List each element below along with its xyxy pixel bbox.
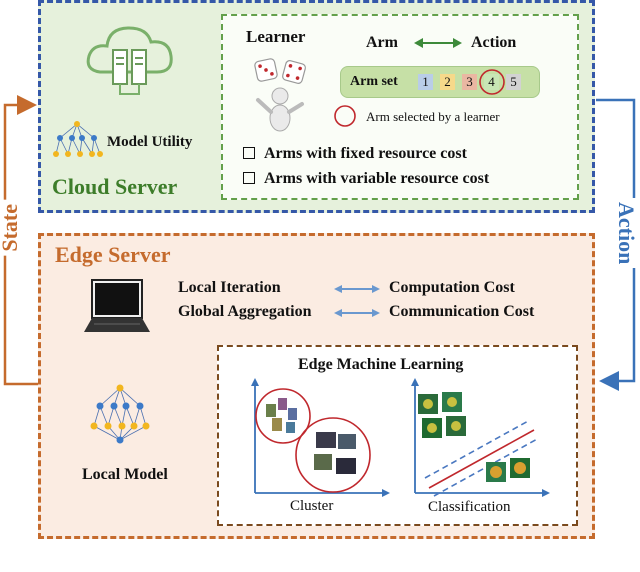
option-variable-cost: Arms with variable resource cost (243, 170, 489, 188)
laptop-icon (84, 279, 150, 332)
action-side-label: Action (612, 198, 640, 269)
dice-icon (254, 58, 306, 84)
cluster-thumbnails-large (314, 432, 356, 474)
arm-action-arrow (414, 38, 462, 48)
arm-4: 4 (484, 74, 499, 90)
state-label: State (0, 200, 24, 256)
cluster-circle-large (295, 417, 371, 493)
option-fixed-cost-text: Arms with fixed resource cost (264, 145, 467, 162)
selection-legend-text: Arm selected by a learner (366, 109, 500, 124)
class-a-thumbnails (418, 392, 466, 438)
edge-ml-panel (217, 345, 578, 526)
selected-arm-circle (479, 69, 505, 95)
cluster-label: Cluster (290, 498, 334, 514)
cloud-server-title: Cloud Server (52, 174, 178, 199)
cluster-thumbnails-small (266, 398, 297, 433)
action-label: Action (471, 34, 517, 51)
local-iteration-label: Local Iteration (178, 279, 281, 296)
edge-server-title: Edge Server (55, 242, 171, 267)
arm-2: 2 (440, 74, 455, 90)
arm-3: 3 (462, 74, 477, 90)
neural-network-icon (53, 121, 103, 157)
learner-title: Learner (246, 27, 306, 46)
arm-5: 5 (506, 74, 521, 90)
edge-ml-title: Edge Machine Learning (298, 356, 464, 373)
global-aggregation-label: Global Aggregation (178, 303, 312, 320)
local-model-network-icon (90, 384, 150, 444)
arm-set-bar: Arm set 1 2 3 4 5 (340, 66, 540, 98)
aggregation-cost-arrow (334, 309, 380, 317)
cluster-plot (251, 378, 390, 497)
classification-label: Classification (428, 499, 511, 515)
cluster-circle-small (255, 388, 311, 444)
checkbox-fixed-cost (243, 147, 255, 159)
selection-legend-circle (334, 105, 356, 127)
class-b-thumbnails (486, 458, 530, 482)
model-utility-label: Model Utility (107, 134, 193, 150)
arm-1: 1 (418, 74, 433, 90)
local-model-label: Local Model (82, 466, 168, 483)
classification-plot (411, 378, 550, 497)
computation-cost-label: Computation Cost (389, 279, 515, 296)
arm-label: Arm (366, 34, 398, 51)
iteration-cost-arrow (334, 285, 380, 293)
cloud-server-icon (86, 26, 173, 95)
communication-cost-label: Communication Cost (389, 303, 535, 320)
option-fixed-cost: Arms with fixed resource cost (243, 145, 467, 163)
arm-set-label: Arm set (350, 74, 398, 89)
juggler-icon (256, 87, 304, 132)
option-variable-cost-text: Arms with variable resource cost (264, 170, 490, 187)
checkbox-variable-cost (243, 172, 255, 184)
